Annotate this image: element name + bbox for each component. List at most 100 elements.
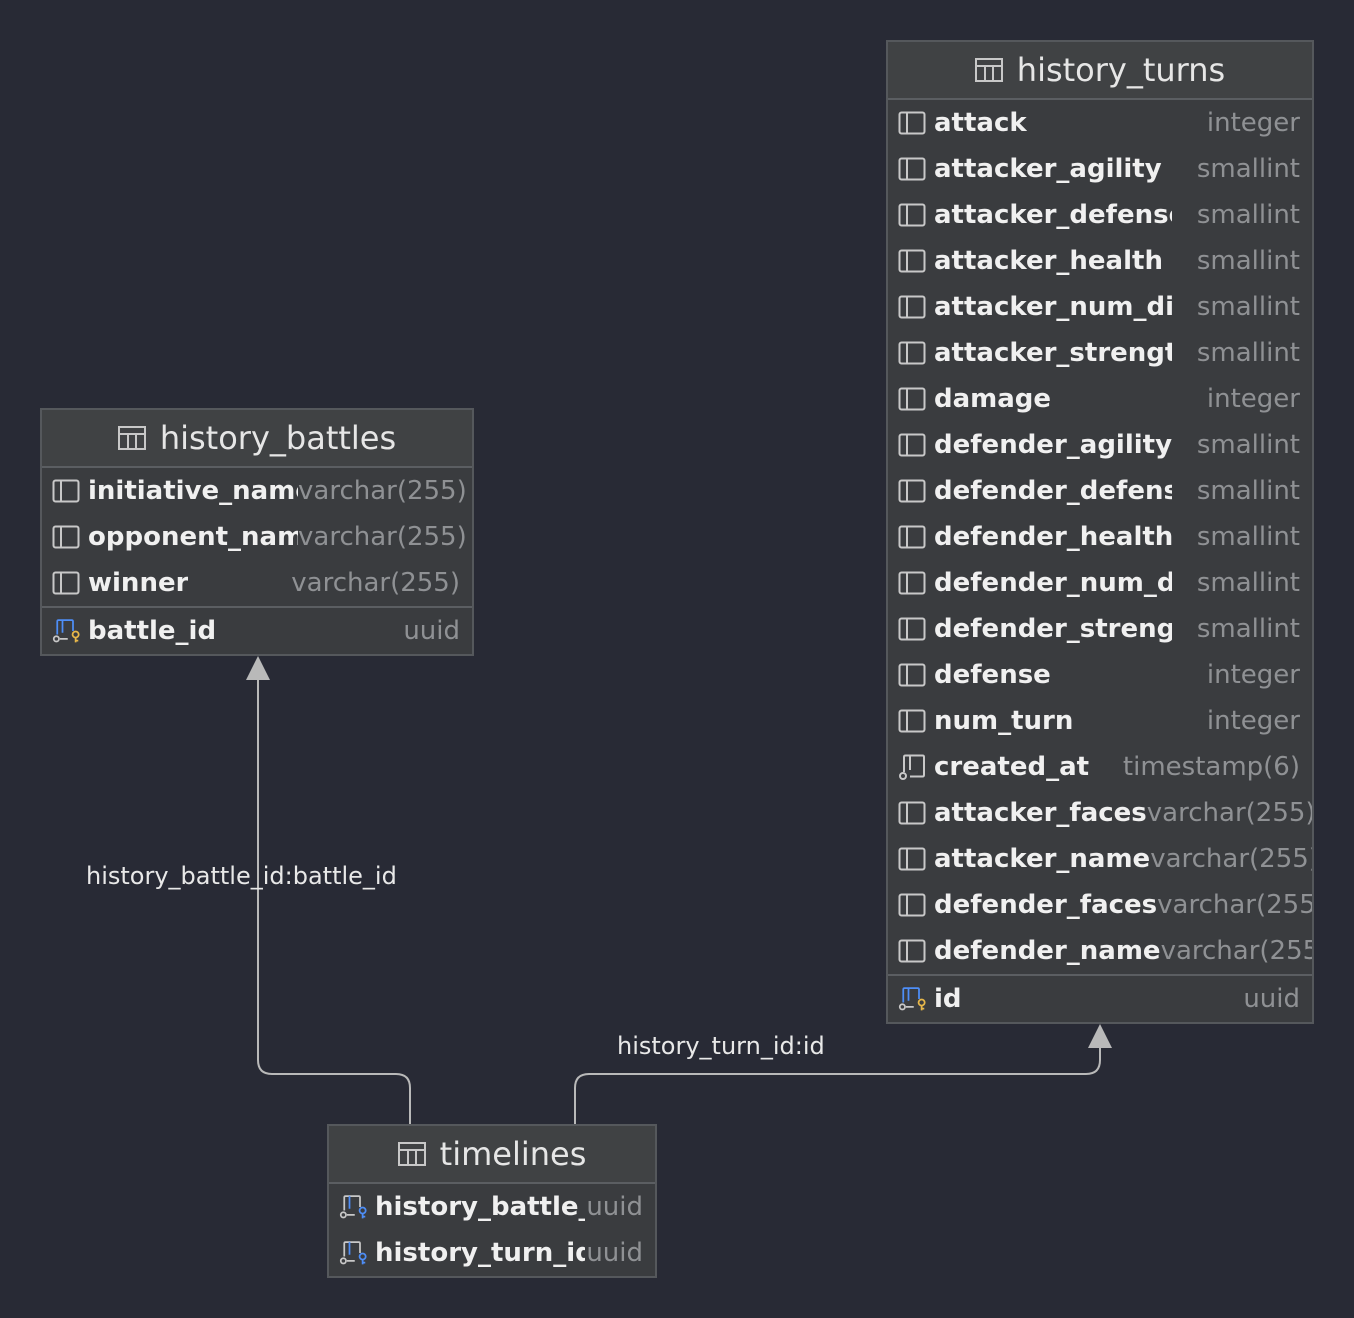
column-name: defender_health [934,522,1172,552]
column-type: uuid [586,1238,643,1268]
column-name: attacker_defense [934,200,1172,230]
column-row-defense[interactable]: defense integer [888,652,1312,698]
column-icon [898,800,926,826]
turn-relation-line [574,1046,1101,1124]
column-name: id [934,984,962,1014]
table-grid-icon [974,58,1003,82]
column-row-attacker-num-dice[interactable]: attacker_num_dicesmallint [888,284,1312,330]
column-type: integer [1206,384,1300,414]
column-type: integer [1206,108,1300,138]
table-title: history_battles [159,419,397,457]
column-icon [52,524,80,550]
column-row-attacker-defense[interactable]: attacker_defense smallint [888,192,1312,238]
key-divider [888,974,1312,976]
column-icon [52,570,80,596]
column-type: varchar(255) [1157,890,1314,920]
column-row-defender-agility[interactable]: defender_agility smallint [888,422,1312,468]
history-turns-table[interactable]: history_turns attack integer attacker_agil… [886,40,1314,1024]
column-name: attacker_num_dice [934,292,1172,322]
table-title: history_turns [1016,51,1226,89]
column-type: varchar(255) [1150,844,1314,874]
primary-key-icon [898,986,926,1012]
column-type: smallint [1196,522,1300,552]
column-name: defender_faces [934,890,1158,920]
column-row-num-turn[interactable]: num_turn integer [888,698,1312,744]
column-row-defender-num-dice[interactable]: defender_num_dice smallint [888,560,1312,606]
column-name: defender_num_dice [934,568,1172,598]
column-name: attacker_agility [934,154,1162,184]
column-icon [898,616,926,642]
column-list: initiative_namevarchar(255)opponent_name… [42,468,472,606]
column-name: num_turn [934,706,1074,736]
column-type: uuid [403,616,460,646]
column-icon [898,846,926,872]
table-header[interactable]: history_turns [888,42,1312,100]
foreign-key-icon [339,1194,367,1220]
column-icon [898,570,926,596]
column-name: history_turn_id [375,1238,585,1268]
column-type: smallint [1196,154,1300,184]
column-type: smallint [1196,476,1300,506]
column-type: smallint [1196,568,1300,598]
column-type: smallint [1196,430,1300,460]
column-icon [898,892,926,918]
column-name: attack [934,108,1027,138]
column-name: defender_defense [934,476,1172,506]
column-type: smallint [1196,338,1300,368]
column-icon [52,478,80,504]
column-icon [898,662,926,688]
column-name: history_battle_id [375,1192,585,1222]
column-row-defender-defense[interactable]: defender_defense smallint [888,468,1312,514]
column-type: uuid [586,1192,643,1222]
column-name: initiative_name [88,476,298,506]
battle-relation-label: history_battle_id:battle_id [86,862,397,890]
column-type: timestamp(6) [1122,752,1300,782]
column-row-attack[interactable]: attack integer [888,100,1312,146]
column-icon [898,110,926,136]
battle-relation-line [257,678,411,1124]
column-icon [898,478,926,504]
column-type: varchar(255) [1146,798,1314,828]
table-header[interactable]: timelines [329,1126,655,1184]
column-icon [898,202,926,228]
column-row-attacker-agility[interactable]: attacker_agility smallint [888,146,1312,192]
column-type: smallint [1196,200,1300,230]
column-name: winner [88,568,189,598]
column-type: integer [1206,660,1300,690]
column-name: defender_agility [934,430,1172,460]
column-name: defender_name [934,936,1161,966]
column-icon [898,386,926,412]
column-icon [898,432,926,458]
turn-relation-arrow [1088,1024,1112,1048]
table-header[interactable]: history_battles [42,410,472,468]
table-grid-icon [397,1142,426,1166]
column-row-defender-health[interactable]: defender_health smallint [888,514,1312,560]
column-name: defense [934,660,1051,690]
column-icon [898,294,926,320]
column-icon [898,156,926,182]
timelines-table[interactable]: timelines history_battle_iduuidhistory_t… [327,1124,657,1278]
column-type: integer [1206,706,1300,736]
column-icon [898,340,926,366]
